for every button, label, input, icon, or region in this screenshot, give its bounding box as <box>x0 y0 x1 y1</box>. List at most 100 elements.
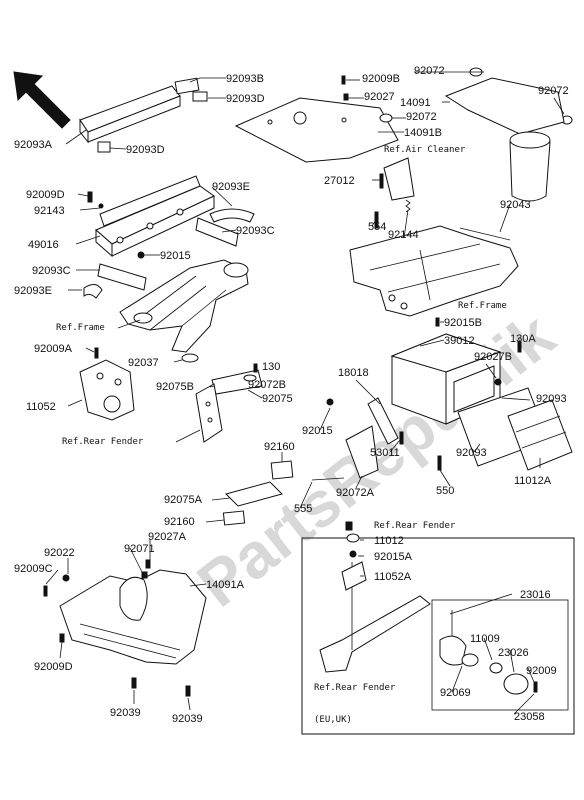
strip-92093c-left <box>97 263 147 291</box>
screw-92009a <box>94 347 99 359</box>
strip-92093d <box>97 141 111 153</box>
label-92015b: 92015B <box>444 317 482 329</box>
pad-92075a <box>225 481 283 507</box>
stay-11052a <box>319 561 431 673</box>
bracket-11052 <box>79 359 135 421</box>
label-92039-b: 92039 <box>172 713 203 725</box>
label-550: 550 <box>436 485 454 497</box>
label-92144: 92144 <box>388 229 419 241</box>
inset-sub-box <box>431 599 569 711</box>
label-92015a: 92015A <box>374 551 413 563</box>
label-11009: 11009 <box>470 633 500 645</box>
bolt-92009b <box>341 75 346 85</box>
stay-92075 <box>195 383 223 443</box>
label-92027: 92027 <box>364 91 395 103</box>
strip-92093c-right <box>195 217 239 247</box>
bracket-49016 <box>95 175 215 258</box>
label-11012: 11012 <box>374 535 404 547</box>
lens-23026 <box>503 673 529 695</box>
label-92075: 92075 <box>262 393 293 405</box>
screw-92009-b <box>533 681 538 693</box>
label-92093-bottom: 92093 <box>456 447 487 459</box>
lamp-11012a <box>507 399 573 471</box>
ref-frame-right: Ref.Frame <box>458 301 507 311</box>
label-92093b: 92093B <box>226 73 264 85</box>
label-92093d: 92093D <box>126 144 165 156</box>
bracket-92072a <box>345 425 379 479</box>
label-92072a: 92072A <box>336 487 375 499</box>
frame-left <box>119 259 249 353</box>
label-92009-b: 92009 <box>526 665 557 677</box>
ref-frame-left: Ref.Frame <box>56 323 105 333</box>
spring-92144 <box>405 199 411 213</box>
rod-92043 <box>459 227 511 241</box>
label-92160-a: 92160 <box>264 441 295 453</box>
bolt-inset-top <box>345 521 353 531</box>
label-92009b: 92009B <box>362 73 400 85</box>
label-14091: 14091 <box>400 97 431 109</box>
label-92069: 92069 <box>440 687 471 699</box>
strip-92093e-left <box>83 284 103 299</box>
label-14091a: 14091A <box>206 579 245 591</box>
collar-92071 <box>141 571 148 579</box>
leader-lines <box>45 71 565 715</box>
label-49016: 49016 <box>28 239 59 251</box>
label-27012: 27012 <box>324 175 355 187</box>
bolt-130a <box>517 341 522 353</box>
frame-right <box>349 225 519 317</box>
label-92009d: 92009D <box>26 189 65 201</box>
strip-92093b <box>174 77 200 95</box>
ref-rear-fender-inset-top: Ref.Rear Fender <box>374 521 456 531</box>
screw-92039-a <box>131 677 137 689</box>
label-92093d-top: 92093D <box>226 93 265 105</box>
nut-92015-b <box>326 398 334 406</box>
label-92143: 92143 <box>34 205 65 217</box>
screw-550 <box>437 455 442 471</box>
label-92072b: 92072B <box>248 379 286 391</box>
nut-92015a <box>349 550 357 558</box>
bolt-92015 <box>137 251 145 259</box>
battery-box-39012 <box>390 333 502 425</box>
screw-92039-b <box>185 685 191 697</box>
bolt-92009d <box>87 191 93 203</box>
label-18018: 18018 <box>338 367 369 379</box>
grommet-92072-mid <box>379 113 393 123</box>
strip-92093d-top <box>192 91 208 102</box>
nut-92022 <box>62 574 70 582</box>
label-53011: 53011 <box>370 447 400 459</box>
label-92093a: 92093A <box>14 139 53 151</box>
label-130a: 130A <box>510 333 536 345</box>
foam-strip-92093a <box>79 85 181 144</box>
pad-92160-b <box>222 510 246 526</box>
collar-92027 <box>343 93 349 101</box>
label-92015-b: 92015 <box>302 425 333 437</box>
label-23058: 23058 <box>514 711 545 723</box>
label-92027a: 92027A <box>148 531 187 543</box>
label-92015: 92015 <box>160 250 191 262</box>
reflector-23016 <box>439 610 479 667</box>
screw-92009d-b <box>59 633 65 643</box>
grommet-11012 <box>346 533 360 543</box>
front-direction-arrow-icon <box>13 71 71 129</box>
nut-92027b <box>494 378 502 386</box>
ref-rear-fender-inset-bottom: Ref.Rear Fender <box>314 683 396 693</box>
air-duct <box>509 131 551 202</box>
label-555: 555 <box>294 503 312 515</box>
plate-18018 <box>367 397 399 445</box>
label-92072-top: 92072 <box>414 65 445 77</box>
label-92160-b: 92160 <box>164 516 195 528</box>
label-130: 130 <box>262 361 280 373</box>
label-92093e-left: 92093E <box>14 285 52 297</box>
label-23016: 23016 <box>520 589 551 601</box>
label-92039-a: 92039 <box>110 707 141 719</box>
label-92043: 92043 <box>500 199 531 211</box>
grommet-92037 <box>181 353 199 363</box>
label-92009a: 92009A <box>34 343 73 355</box>
cover-14091a <box>59 569 207 665</box>
label-11012a: 11012A <box>514 475 552 487</box>
plate-14091 <box>444 77 565 135</box>
label-92009d-b: 92009D <box>34 661 73 673</box>
label-92093e: 92093E <box>212 181 250 193</box>
